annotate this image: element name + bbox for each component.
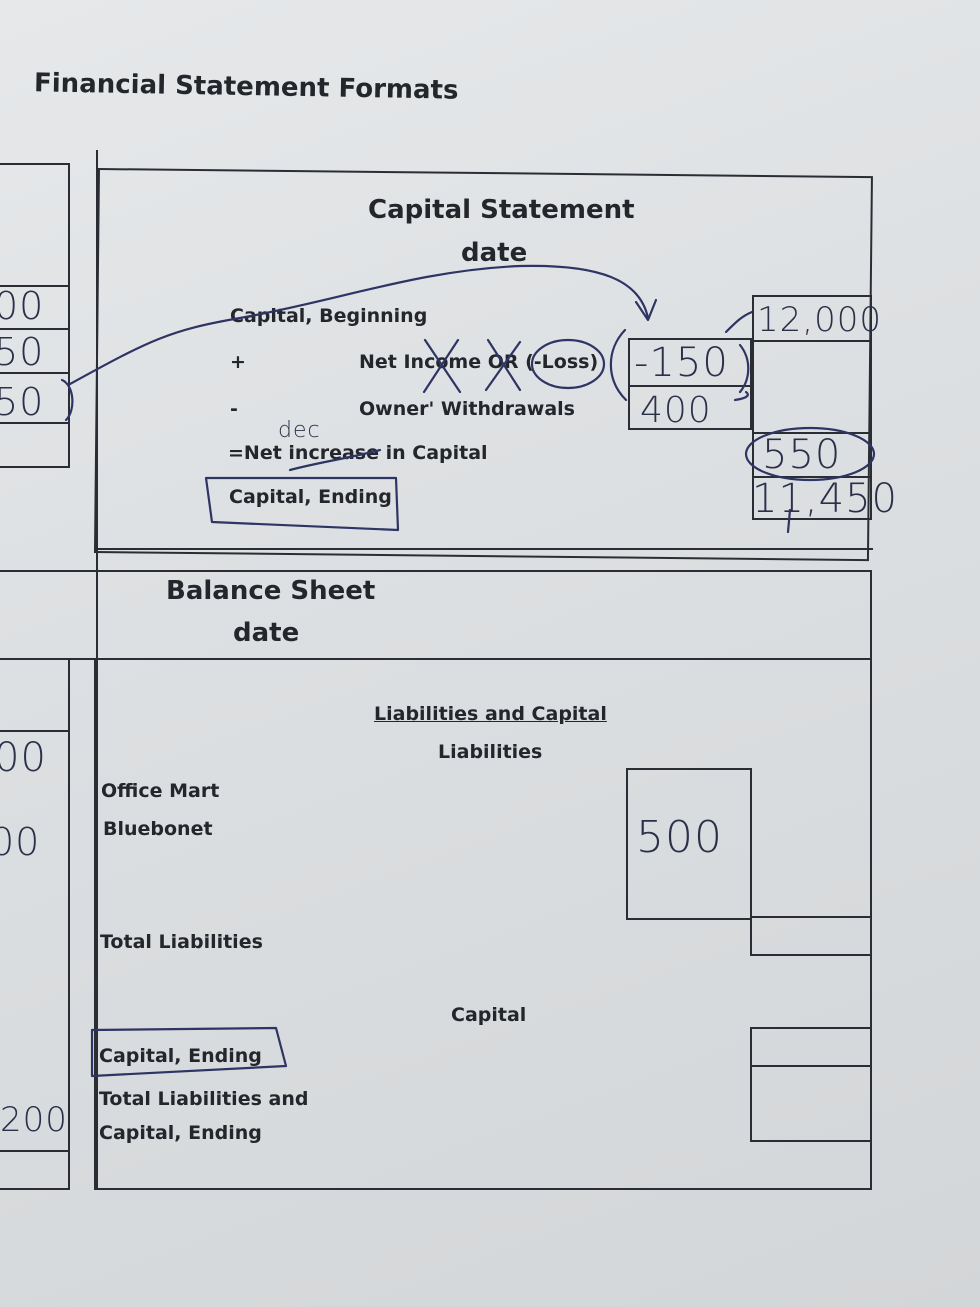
balance-sheet-title: Balance Sheet — [166, 576, 376, 606]
margin-number: 50 — [0, 330, 45, 374]
inner-amount-divider — [628, 385, 752, 387]
total-liabilities-capital-line2: Capital, Ending — [99, 1122, 262, 1144]
total-liabilities-label: Total Liabilities — [100, 931, 263, 953]
net-income-label: Net Income OR (-Loss) — [359, 351, 599, 373]
total-liabilities-capital-line1: Total Liabilities and — [99, 1088, 309, 1110]
net-decrease-amount: 550 — [762, 432, 842, 478]
left-column-divider — [96, 150, 98, 1190]
left-row-divider — [0, 730, 70, 732]
page-title: Financial Statement Formats — [33, 68, 459, 106]
liability-amount-box — [626, 768, 752, 920]
bluebonet-label: Bluebonet — [103, 818, 213, 840]
capital-heading: Capital — [451, 1004, 527, 1026]
left-row-divider — [0, 285, 70, 287]
capital-ending-label: Capital, Ending — [229, 486, 392, 508]
left-row-divider — [0, 1150, 70, 1152]
capital-ending-label-bs: Capital, Ending — [99, 1045, 262, 1067]
bluebonet-amount: 500 — [636, 812, 723, 863]
left-row-divider — [0, 372, 70, 374]
liabilities-heading: Liabilities — [438, 741, 543, 763]
capital-statement-bottom-rule — [98, 548, 873, 550]
margin-number: 50 — [0, 380, 45, 424]
owner-withdrawals-label: Owner' Withdrawals — [359, 398, 575, 420]
margin-number: 00 — [0, 284, 45, 328]
office-mart-label: Office Mart — [101, 780, 220, 802]
capital-statement-date: date — [461, 238, 528, 268]
capital-total-box — [750, 1027, 872, 1142]
left-row-divider — [0, 328, 70, 330]
plus-sign: + — [230, 351, 246, 373]
balance-sheet-date: date — [233, 618, 300, 648]
ending-amount: 11,450 — [752, 476, 898, 522]
total-liabilities-box — [750, 916, 872, 956]
outer-amount-divider — [752, 340, 872, 342]
withdrawals-amount: 400 — [640, 390, 712, 431]
outer-amount-column — [752, 295, 872, 520]
net-loss-amount: -150 — [634, 340, 729, 386]
margin-number: 200 — [0, 1100, 68, 1140]
beginning-amount: 12,000 — [757, 300, 882, 340]
left-row-divider — [0, 422, 70, 424]
minus-sign: - — [230, 398, 238, 420]
correction-note: dec — [278, 418, 321, 443]
margin-number: 00 — [0, 735, 47, 781]
liabilities-and-capital-heading: Liabilities and Capital — [374, 703, 607, 725]
capital-beginning-label: Capital, Beginning — [230, 305, 428, 327]
capital-total-divider — [750, 1065, 872, 1067]
balance-sheet-header — [0, 570, 872, 660]
margin-number: 00 — [0, 820, 41, 864]
capital-statement-title: Capital Statement — [368, 195, 635, 225]
net-increase-label: =Net increase in Capital — [228, 442, 488, 464]
